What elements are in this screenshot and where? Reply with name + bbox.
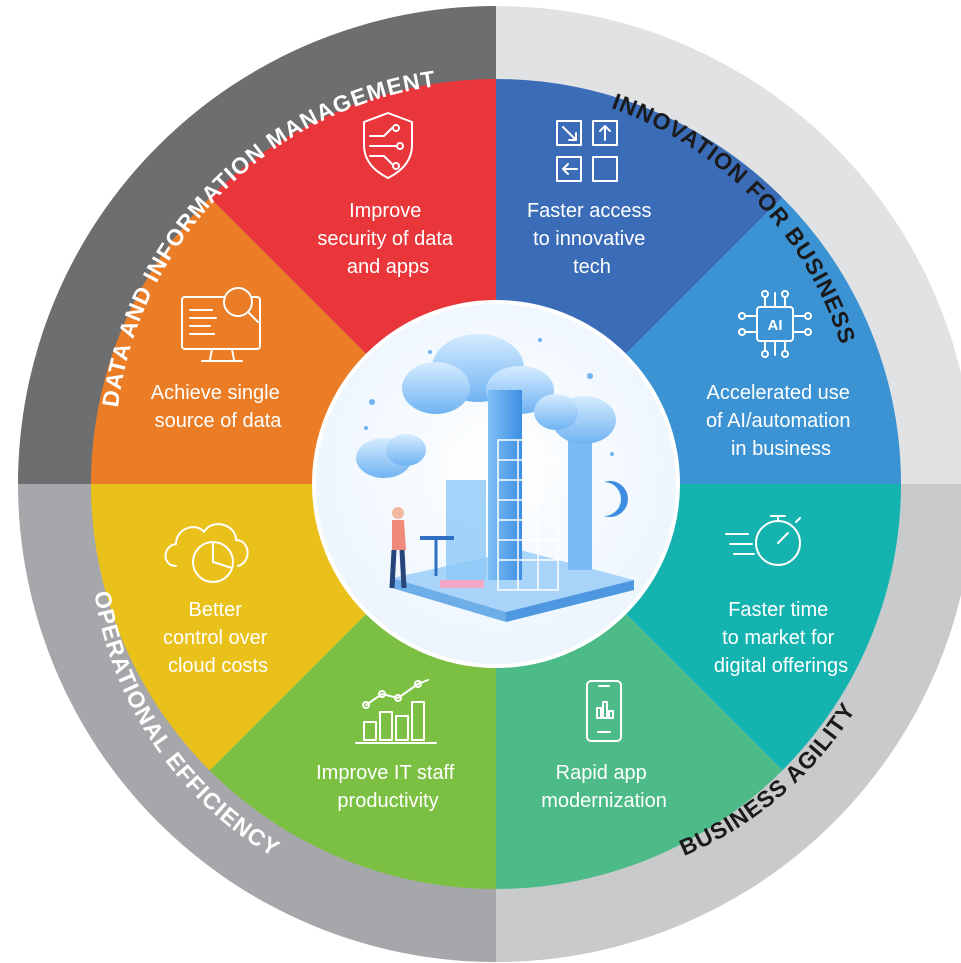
segment-app-modernization [496, 612, 783, 889]
segment-innovative-tech [496, 79, 783, 356]
segment-label-app-modernization: Rapid app modernization [541, 762, 667, 812]
segment-label-time-to-market: Faster time to market for digital offeri… [714, 599, 848, 677]
ring-quadrant-innovation [496, 6, 961, 484]
ai-chip-icon: AI [738, 290, 812, 358]
svg-text:AI: AI [768, 317, 783, 334]
ring-quadrant-data-management [18, 6, 496, 484]
monitor-search-icon [181, 287, 261, 362]
ring-quadrant-business-agility [496, 484, 961, 962]
segment-label-security: Improve security of data and apps [317, 200, 458, 278]
segment-label-innovative-tech: Faster access to innovative tech [527, 200, 657, 278]
cloud-computing-illustration [312, 300, 680, 668]
bar-chart-growth-icon [355, 679, 437, 744]
transfer-arrows-icon [556, 120, 618, 182]
cloud-pie-chart-icon [164, 523, 249, 583]
stopwatch-speed-icon [725, 515, 801, 566]
mobile-chart-icon [586, 680, 622, 742]
ring-quadrant-operational-efficiency [18, 484, 496, 962]
segment-label-ai-automation: Accelerated use of AI/automation in busi… [706, 382, 856, 460]
segment-label-it-productivity: Improve IT staff productivity [316, 762, 460, 812]
segment-label-cloud-costs: Better control over cloud costs [163, 599, 273, 677]
segment-label-single-source: Achieve single source of data [151, 382, 286, 432]
shield-circuit-icon [363, 112, 413, 179]
segment-single-source [91, 197, 368, 484]
outer-ring [18, 6, 961, 962]
segment-time-to-market [624, 484, 901, 771]
segment-security [209, 79, 496, 356]
segment-cloud-costs [91, 484, 368, 771]
